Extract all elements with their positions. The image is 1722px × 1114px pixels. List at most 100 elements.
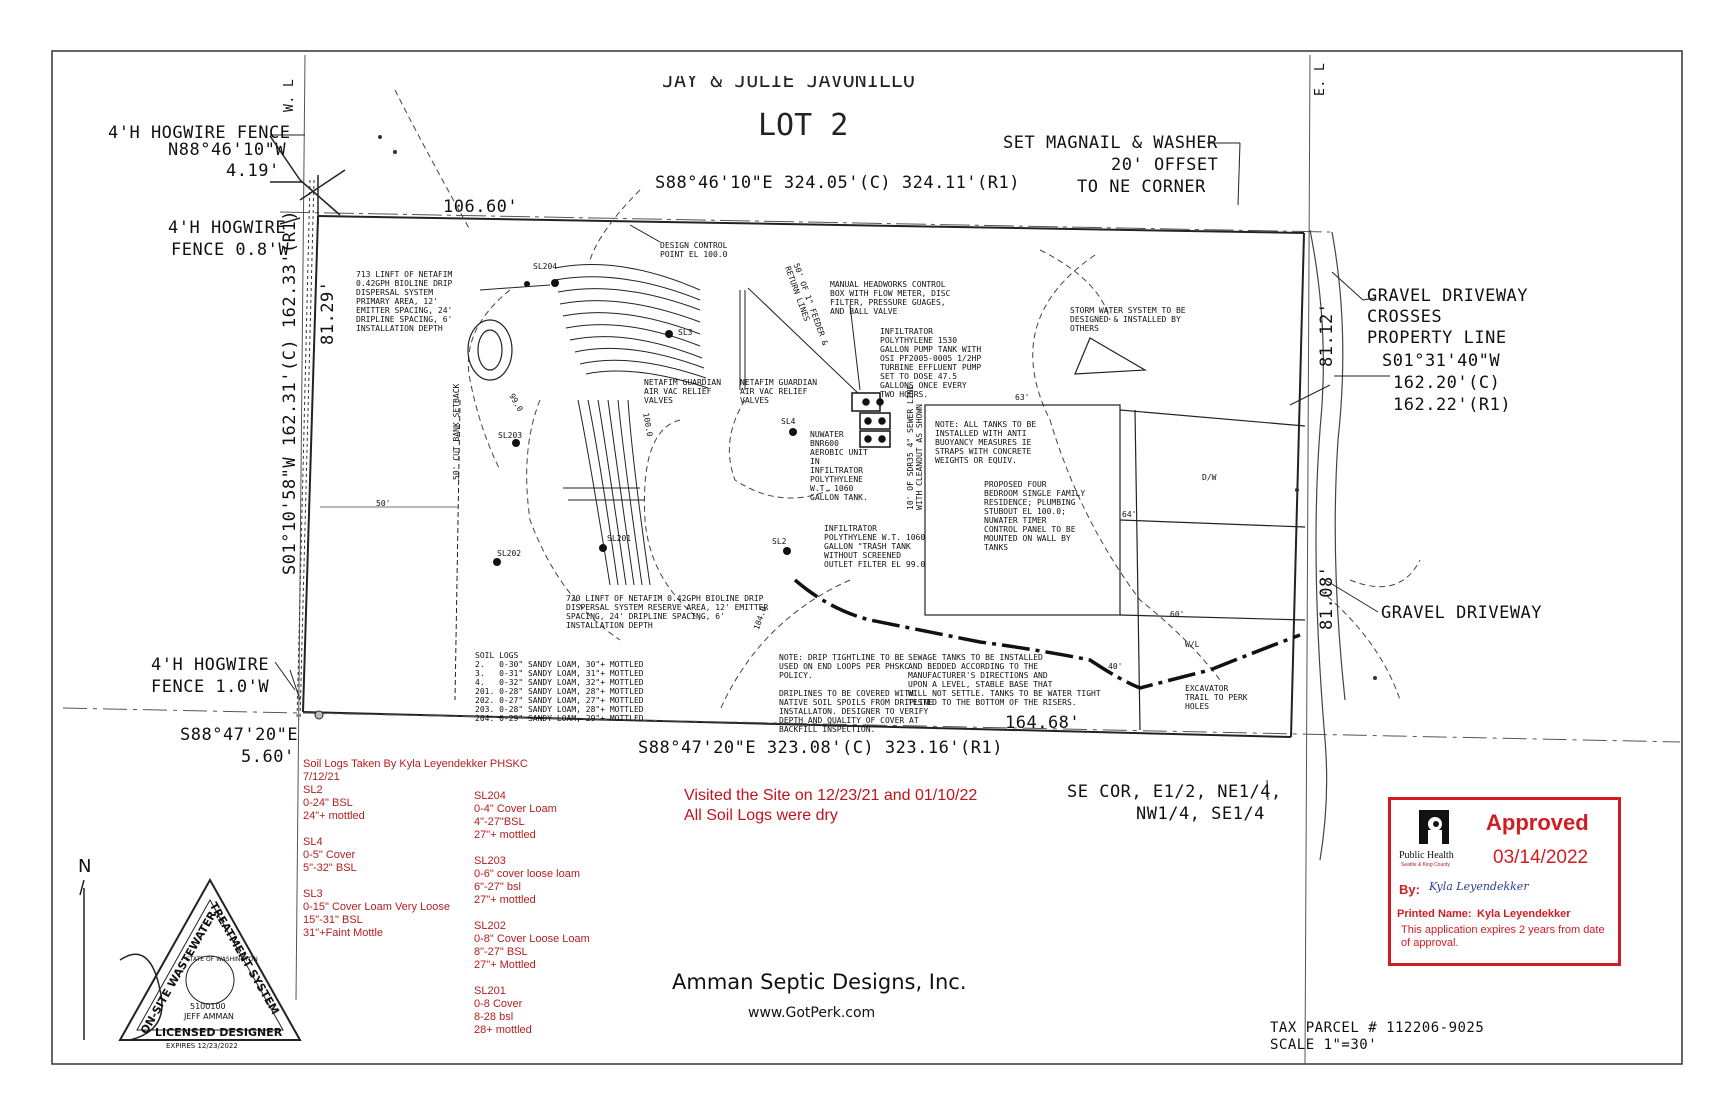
soil-log-markers (493, 279, 797, 566)
signature: Kyla Leyendekker (1429, 880, 1529, 893)
sewage-tanks-note: SEWAGE TANKS TO BE INSTALLED AND BEDDED … (908, 653, 1101, 707)
residence-note: PROPOSED FOUR BEDROOM SINGLE FAMILY RESI… (984, 480, 1086, 552)
reserve-area-note: 720 LINFT OF NETAFIM 0.42GPH BIOLINE DRI… (566, 594, 769, 630)
gravel-driveway-label: GRAVEL DRIVEWAY (1381, 603, 1543, 623)
fence-08b-label: FENCE 0.8'W (171, 240, 290, 260)
gravel-cross-1: GRAVEL DRIVEWAY (1367, 286, 1529, 306)
seal-title: LICENSED DESIGNER (155, 1026, 283, 1039)
storm-water-symbol (1074, 337, 1148, 375)
dim-60-label: 60' (1170, 610, 1185, 619)
se-corner-2: NW1/4, SE1/4 (1136, 804, 1265, 824)
magnail-line1: SET MAGNAIL & WASHER (1003, 133, 1218, 153)
west-line-label: W. L (282, 78, 297, 112)
leader-lines (270, 134, 1390, 801)
reserve-drainfield (563, 399, 651, 586)
pond-symbol (467, 319, 513, 381)
lot-label: LOT 2 (758, 108, 849, 143)
printed-name-label: Printed Name: (1397, 908, 1472, 920)
fence-nw-label: 4'H HOGWIRE FENCE (108, 123, 291, 143)
approved-label: Approved (1486, 810, 1589, 835)
east-calc-label: 162.20'(C) (1393, 373, 1501, 393)
agency-name: Public Health (1399, 850, 1454, 861)
approval-stamp: Approved 03/14/2022 Public Health Seattl… (1388, 797, 1621, 966)
south-bearing-label: S88°47'20"E 323.08'(C) 323.16'(R1) (638, 738, 1003, 758)
designer-seal (118, 877, 302, 1041)
fence-10-a: 4'H HOGWIRE (151, 655, 270, 675)
gravel-cross-3: PROPERTY LINE (1367, 328, 1507, 348)
seal-expires: EXPIRES 12/23/2022 (166, 1042, 238, 1050)
sw-bearing-label: S88°47'20"E (180, 725, 299, 745)
sl2-label: SL2 (772, 537, 787, 546)
owner-name: JAY & JULIE JAVONILLO (662, 68, 915, 92)
sw-corner (274, 661, 324, 720)
primary-area-note: 713 LINFT OF NETAFIM 0.42GPH BIOLINE DRI… (356, 270, 453, 333)
dist-16468-label: 164.68' (1005, 713, 1081, 733)
nuwater-note: NUWATER BNR600 AEROBIC UNIT IN INFILTRAT… (810, 430, 868, 502)
sheet-border (51, 50, 1683, 1065)
expiry-note: This application expires 2 years from da… (1401, 924, 1605, 949)
sl3-label: SL3 (678, 328, 693, 337)
dim-40-label: 40' (1108, 662, 1123, 671)
dist-8108-label: 81.08' (1317, 565, 1337, 630)
nw-corner (269, 135, 346, 225)
tightline-note: NOTE: DRIP TIGHTLINE TO BE USED ON END L… (779, 653, 934, 734)
public-health-logo-icon (1419, 810, 1449, 844)
bearing-nw-label: N88°46'10"W (168, 140, 287, 160)
dim-64-label: 64' (1122, 510, 1137, 519)
excavator-note: EXCAVATOR TRAIL TO PERK HOLES (1185, 684, 1248, 711)
seal-state: STATE OF WASHINGTON (186, 956, 258, 963)
magnail-line2: 20' OFFSET (1111, 155, 1219, 175)
site-visit-note: Visited the Site on 12/23/21 and 01/10/2… (684, 787, 978, 824)
printed-name-value: Kyla Leyendekker (1477, 908, 1571, 920)
sl204-label: SL204 (533, 262, 558, 271)
east-line-label: E. L (1313, 62, 1328, 96)
by-label: By: (1399, 882, 1420, 897)
sl201-label: SL201 (607, 534, 632, 543)
headworks-note: MANUAL HEADWORKS CONTROL BOX WITH FLOW M… (830, 280, 951, 316)
infiltrator-pump-note: INFILTRATOR POLYTHYLENE 1530 GALLON PUMP… (880, 327, 982, 399)
gravel-cross-2: CROSSES (1367, 307, 1443, 327)
se-corner-1: SE COR, E1/2, NE1/4, (1067, 782, 1282, 802)
seal-name: JEFF AMMAN (184, 1012, 234, 1021)
setback-line (454, 399, 461, 701)
fence-lines (296, 179, 315, 721)
residence-footprint (924, 404, 1306, 731)
east-record-label: 162.22'(R1) (1393, 395, 1512, 415)
water-line-label: W/L (1185, 640, 1200, 649)
anti-buoyancy-note: NOTE: ALL TANKS TO BE INSTALLED WITH ANT… (935, 420, 1037, 465)
trash-tank-note: INFILTRATOR POLYTHYLENE W.T. 1060 GALLON… (824, 524, 926, 569)
north-bearing-label: S88°46'10"E 324.05'(C) 324.11'(R1) (655, 173, 1020, 193)
tax-parcel-label: TAX PARCEL # 112206-9025 (1270, 1020, 1485, 1036)
north-label: N (78, 856, 92, 877)
scale-label: SCALE 1"=30' (1270, 1037, 1378, 1053)
company-name: Amman Septic Designs, Inc. (672, 970, 967, 994)
gravel-driveway (1309, 229, 1346, 861)
company-website[interactable]: www.GotPerk.com (748, 1005, 876, 1021)
guardian-right-note: NETAFIM GUARDIAN AIR VAC RELIEF VALVES (740, 378, 818, 405)
seal-license: 5100100 (190, 1002, 226, 1011)
driveway-dw-label: D/W (1202, 473, 1217, 482)
offset-lines (62, 54, 1681, 1065)
dist-nw-label: 4.19' (226, 161, 280, 181)
sl4-label: SL4 (781, 417, 796, 426)
primary-drainfield (554, 264, 861, 396)
agency-subtitle: Seattle & King County (1401, 862, 1450, 868)
west-bearing-label: S01°10'58"W 162.31'(C) 162.33'(R1) (280, 210, 300, 575)
fence-10-b: FENCE 1.0'W (151, 677, 270, 697)
contour-lines (394, 89, 1421, 711)
fence-08-label: 4'H HOGWIRE (168, 218, 287, 238)
east-bearing-label: S01°31'40"W (1382, 351, 1501, 371)
dist-10660-label: 106.60' (443, 197, 519, 217)
guardian-left-note: NETAFIM GUARDIAN AIR VAC RELIEF VALVES (644, 378, 722, 405)
storm-water-note: STORM WATER SYSTEM TO BE DESIGNED & INST… (1070, 306, 1186, 333)
setback-label: 50' CUT BANK SETBACK (452, 383, 461, 480)
dist-8112-label: 81.12' (1317, 302, 1337, 367)
dim-50-label: 50' (376, 499, 391, 508)
north-arrow (79, 879, 85, 1040)
soil-logs-note: SOIL LOGS 2. 0-30" SANDY LOAM, 30"+ MOTT… (475, 651, 644, 723)
sewer-line-note: 10' OF SDR35 4" SEWER LINE WITH CLEANOUT… (906, 384, 924, 510)
design-control-note: DESIGN CONTROL POINT EL 100.0 (660, 241, 728, 259)
approval-date: 03/14/2022 (1493, 847, 1589, 868)
